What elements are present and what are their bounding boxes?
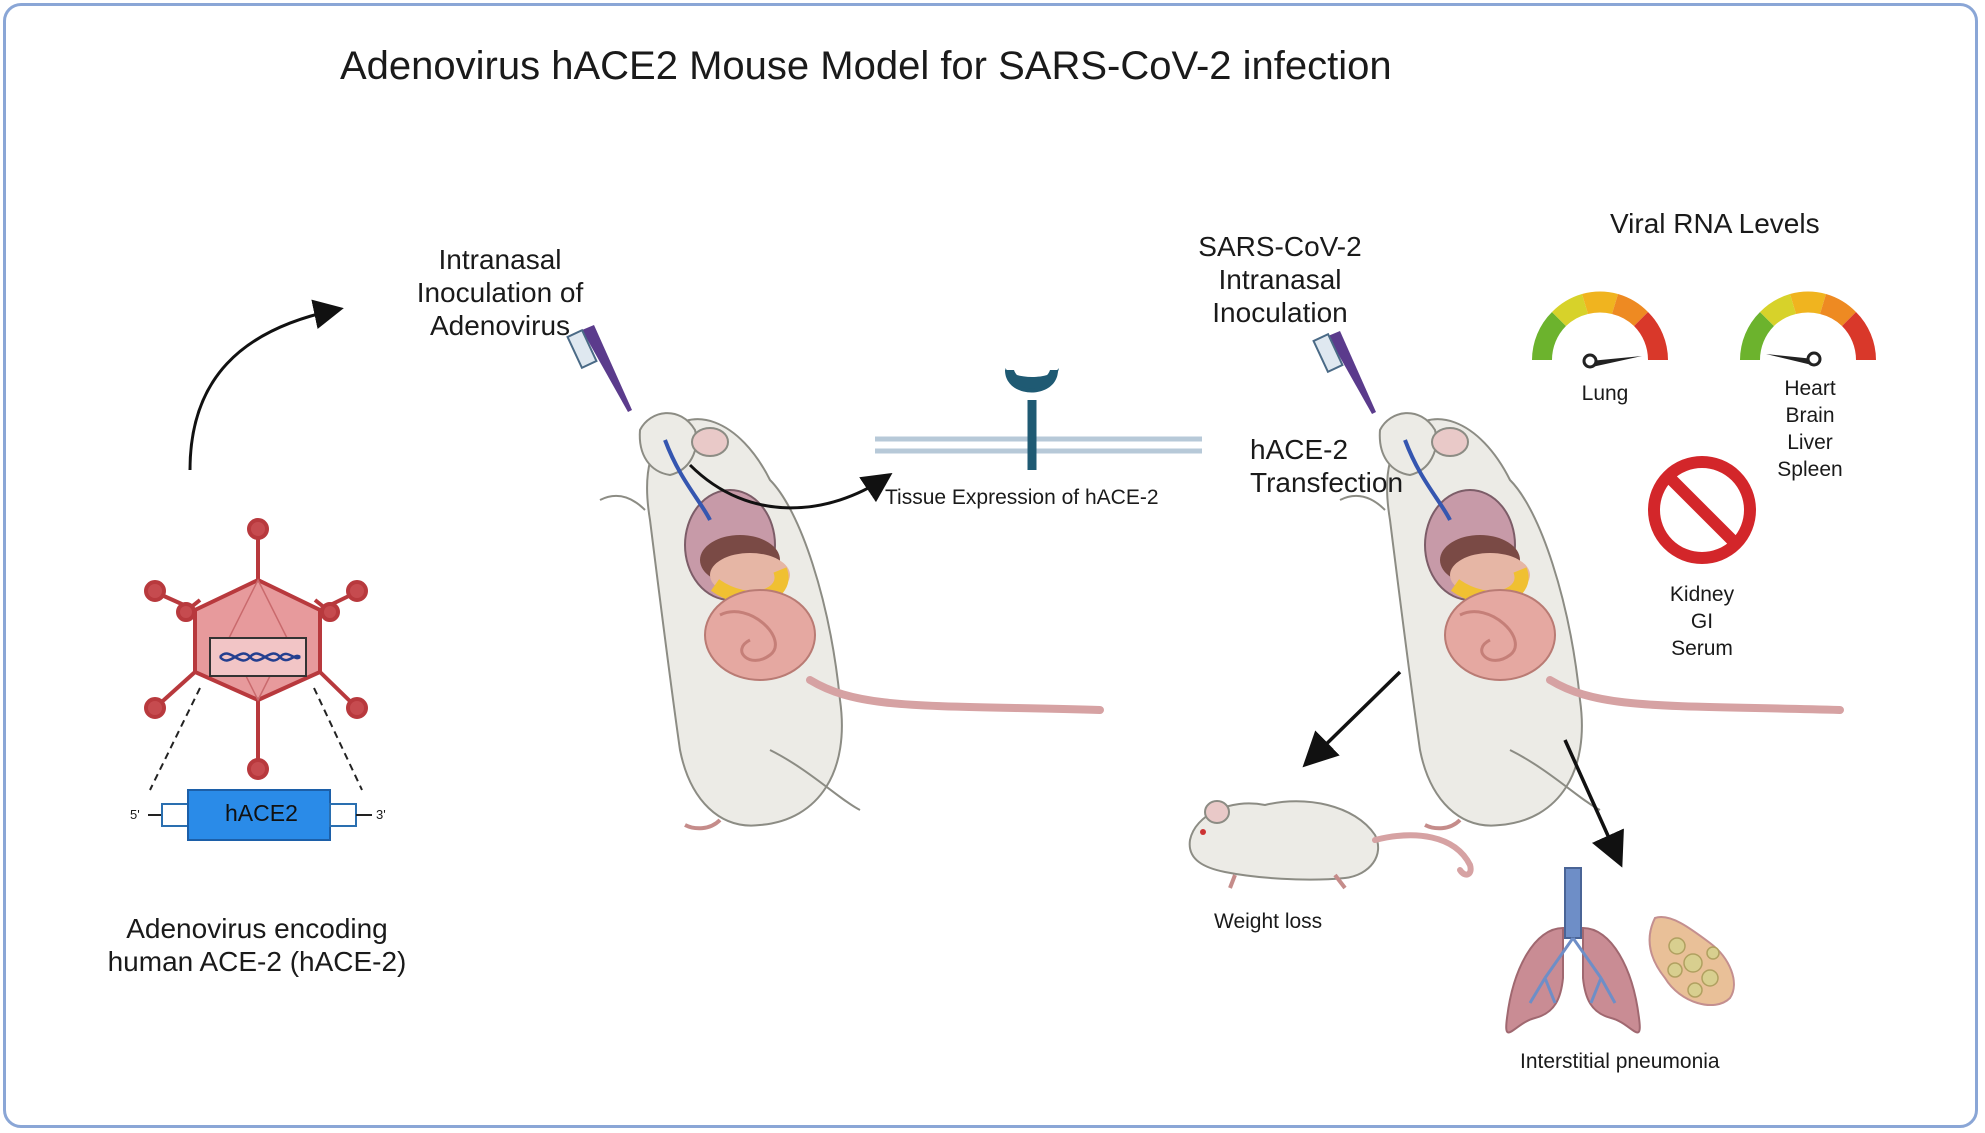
curved-arrow-1	[188, 299, 344, 471]
step1-line1: Intranasal	[438, 244, 562, 275]
undetected-labels: Kidney GI Serum	[1652, 581, 1752, 662]
gauge-other-labels: Heart Brain Liver Spleen	[1760, 375, 1860, 483]
arrow-weight-loss	[1302, 670, 1402, 768]
zoom-line-left	[149, 687, 201, 791]
alveoli-illustration	[1648, 916, 1735, 1007]
adenovirus-caption: Adenovirus encoding human ACE-2 (hACE-2)	[92, 912, 422, 978]
step2-line1: SARS-CoV-2	[1198, 231, 1362, 262]
organ-kidney: Kidney	[1669, 583, 1735, 606]
step2-line2: Intranasal	[1218, 264, 1342, 295]
step1-line3: Adenovirus	[429, 310, 571, 341]
gauge-lung-label: Lung	[1581, 382, 1629, 405]
step2-line3: Inoculation	[1212, 297, 1348, 328]
step1-line2: Inoculation of	[416, 277, 584, 308]
figure-frame	[3, 3, 1978, 1128]
three-prime-label: 3'	[376, 807, 386, 822]
adenovirus-caption-line1: Adenovirus encoding	[126, 913, 388, 944]
viral-rna-title: Viral RNA Levels	[1610, 208, 1820, 239]
adenovirus-icon	[144, 518, 368, 780]
mouse-1-illustration	[599, 412, 1104, 831]
adenovirus-caption-line2: human ACE-2 (hACE-2)	[107, 946, 407, 977]
mouse-2-illustration	[1339, 412, 1844, 831]
organ-spleen: Spleen	[1777, 458, 1843, 481]
pneumonia-label: Interstitial pneumonia	[1520, 1050, 1720, 1073]
prohibition-icon	[1648, 456, 1756, 564]
organ-gi: GI	[1690, 610, 1714, 633]
step2-label: SARS-CoV-2 Intranasal Inoculation	[1180, 230, 1380, 329]
weight-loss-label: Weight loss	[1214, 910, 1323, 933]
transfection-line1: hACE-2	[1250, 434, 1349, 465]
organ-heart: Heart	[1784, 377, 1836, 400]
thin-mouse-illustration	[1188, 800, 1474, 890]
figure-title: Adenovirus hACE2 Mouse Model for SARS-Co…	[340, 44, 1392, 88]
gauge-other-organs-icon	[1740, 291, 1876, 367]
tissue-expression-label: Tissue Expression of hACE-2	[885, 486, 1159, 509]
organ-brain: Brain	[1785, 404, 1835, 427]
arrow-pneumonia	[1563, 739, 1624, 868]
transfection-line2: Transfection	[1250, 467, 1404, 498]
zoom-line-right	[313, 687, 363, 791]
five-prime-label: 5'	[130, 807, 140, 822]
organ-serum: Serum	[1671, 637, 1733, 660]
membrane-receptor-icon	[875, 368, 1202, 470]
arrow-to-tissue	[688, 463, 893, 510]
organ-liver: Liver	[1787, 431, 1833, 454]
gene-label: hACE2	[225, 800, 298, 826]
pipette-1-icon	[566, 325, 632, 412]
gauge-lung-icon	[1532, 291, 1668, 369]
pipette-2-icon	[1312, 331, 1376, 414]
step1-label: Intranasal Inoculation of Adenovirus	[390, 243, 610, 342]
transfection-label: hACE-2 Transfection	[1250, 433, 1403, 499]
lungs-illustration	[1505, 867, 1641, 1034]
hace2-construct	[148, 789, 372, 841]
